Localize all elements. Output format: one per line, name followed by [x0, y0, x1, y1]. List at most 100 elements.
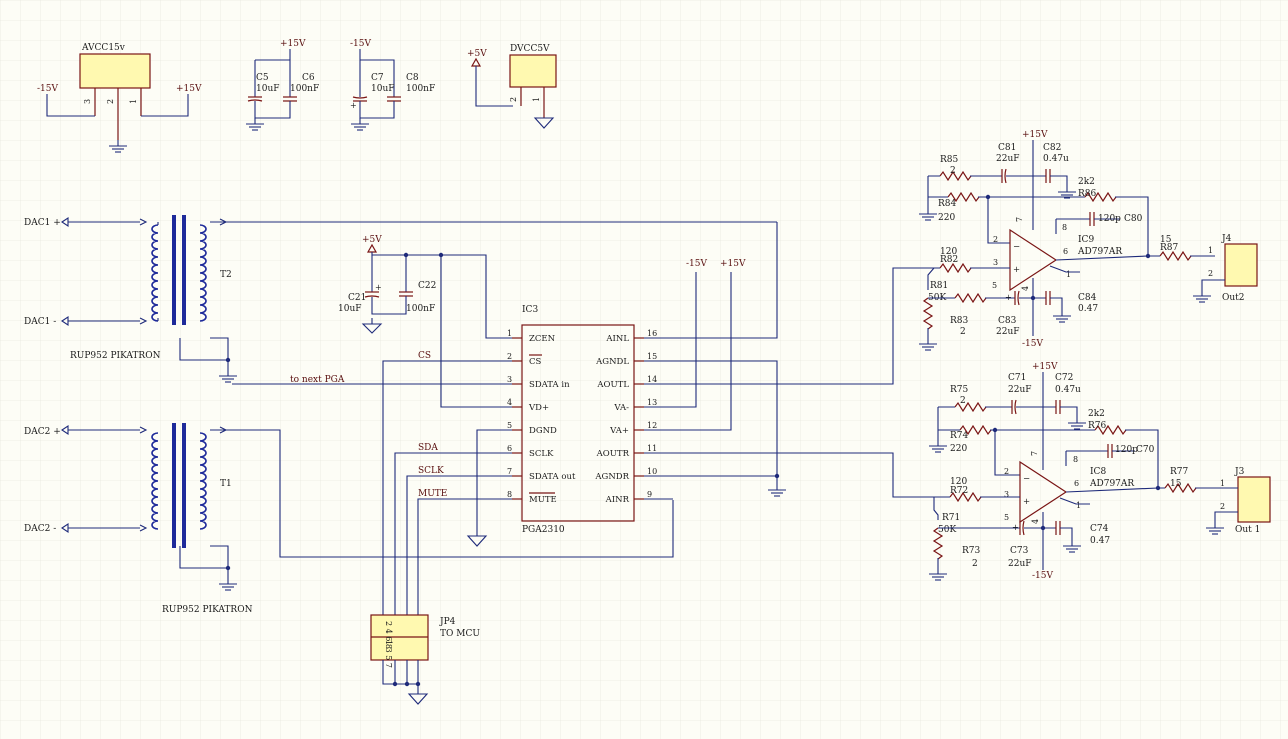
m15v-label: -15V — [37, 84, 58, 94]
svg-text:−: − — [1023, 474, 1030, 484]
r72-value: 120 — [950, 477, 967, 487]
dvcc5v-regulator[interactable]: DVCC5V 2 1 — [509, 44, 557, 118]
c70-value: 120p — [1115, 445, 1138, 455]
c74-value: 0.47 — [1090, 536, 1110, 546]
pga-pin-number-4: 4 — [507, 398, 512, 407]
pga-pin-name-4: VD+ — [528, 403, 549, 413]
transformer-t1[interactable]: T1 — [151, 423, 232, 548]
jp4-top-pins: 2 4 6 8 — [384, 621, 393, 649]
pga-pin-name-2: CS — [529, 357, 542, 367]
t1-label: T1 — [220, 479, 232, 489]
ic8-pin2: 2 — [1004, 467, 1009, 476]
c21-value: 10uF — [338, 304, 362, 314]
pga-pin-name-1: ZCEN — [529, 334, 556, 344]
j3-jack[interactable]: J3 Out 1 1 2 — [1220, 467, 1271, 535]
c21-label: C21 — [348, 293, 366, 303]
ic8-part: AD797AR — [1089, 479, 1134, 489]
reg-pin-1: 1 — [129, 99, 138, 104]
t2-label: T2 — [220, 270, 232, 280]
rup-top-label: RUP952 PIKATRON — [70, 351, 161, 361]
j3-pin2: 2 — [1220, 502, 1225, 511]
r76-value: 2k2 — [1088, 409, 1105, 419]
ic9-pin3: 3 — [993, 258, 998, 267]
m15v-ic8-label: -15V — [1032, 571, 1053, 581]
c74-label: C74 — [1090, 524, 1109, 534]
dvcc-pin-2: 2 — [509, 97, 518, 102]
r87-value: 15 — [1160, 235, 1172, 245]
c71-value: 22uF — [1008, 385, 1032, 395]
p15v-label: +15V — [176, 84, 202, 94]
reg-pin-3: 3 — [83, 99, 92, 104]
ic9-pin1: 1 — [1066, 270, 1071, 279]
p5v-ic-label: +5V — [362, 235, 382, 245]
c5-label: C5 — [256, 73, 269, 83]
ic9-ad797[interactable]: − + IC9 AD797AR 2 3 6 7 4 8 1 5 — [992, 217, 1122, 292]
pga-pin-number-9: 9 — [647, 490, 652, 499]
pga-pin-number-12: 12 — [647, 421, 657, 430]
c22-label: C22 — [418, 281, 436, 291]
transformer-t2[interactable]: T2 — [151, 215, 232, 325]
dac1p-label: DAC1 + — [24, 218, 61, 228]
r77-value: 15 — [1170, 479, 1182, 489]
pga-pin-number-14: 14 — [647, 375, 657, 384]
pga-pin-number-2: 2 — [507, 352, 512, 361]
ic9-pin2: 2 — [993, 235, 998, 244]
avcc15v-label: AVCC15v — [81, 43, 126, 53]
c83-value: 22uF — [996, 327, 1020, 337]
j4-jack[interactable]: J4 Out2 1 2 — [1208, 234, 1258, 303]
j4-label: J4 — [1221, 234, 1232, 244]
ic9-pin7: 7 — [1015, 217, 1024, 222]
c71-label: C71 — [1008, 373, 1026, 383]
svg-text:+: + — [1013, 265, 1020, 275]
pga-pin-number-1: 1 — [507, 329, 512, 338]
pga-label: PGA2310 — [522, 525, 565, 535]
r75-value: 2 — [960, 396, 966, 406]
r83-label: R83 — [950, 316, 969, 326]
r83-value: 2 — [960, 327, 966, 337]
pga-pin-name-12: VA+ — [609, 426, 629, 436]
ic9-pin5: 5 — [992, 281, 997, 290]
ic9-pin4: 4 — [1021, 286, 1030, 291]
pga-pin-name-9: AINR — [605, 495, 630, 505]
svg-text:−: − — [1013, 242, 1020, 252]
jp4-connector[interactable]: JP4 TO MCU 2 4 6 8 1 3 5 7 — [370, 614, 480, 668]
regulator-body — [79, 53, 151, 89]
pga-pin-number-13: 13 — [647, 398, 657, 407]
r73-label: R73 — [962, 546, 981, 556]
r84-label: R84 — [938, 199, 957, 209]
ic8-ad797[interactable]: − + IC8 AD797AR 2 3 6 7 4 8 1 5 — [1004, 451, 1134, 524]
pga-pin-name-7: SDATA out — [529, 472, 576, 482]
pga-pin-number-3: 3 — [507, 375, 512, 384]
c6-value: 100nF — [290, 84, 319, 94]
pga-pin-name-8: MUTE — [529, 495, 557, 505]
svg-text:+: + — [375, 283, 382, 292]
pga-pin-number-15: 15 — [647, 352, 657, 361]
c8-label: C8 — [406, 73, 419, 83]
r74-label: R74 — [950, 431, 969, 441]
j3-pin1: 1 — [1220, 479, 1225, 488]
c84-label: C84 — [1078, 293, 1097, 303]
r81-label: R81 — [930, 281, 948, 291]
jp4-bottom-pins: 1 3 5 7 — [384, 640, 393, 668]
svg-text:+: + — [1012, 523, 1019, 532]
ic9-pin8: 8 — [1062, 223, 1067, 232]
c81-value: 22uF — [996, 154, 1020, 164]
ic8-pin4: 4 — [1031, 519, 1040, 524]
pga-pin-number-10: 10 — [647, 467, 657, 476]
sda-net-label: SDA — [418, 443, 438, 453]
mute-net-label: MUTE — [418, 489, 447, 499]
ic8-pin3: 3 — [1004, 490, 1009, 499]
pga-pin-number-11: 11 — [647, 444, 657, 453]
ic8-label: IC8 — [1090, 467, 1106, 477]
r71-label: R71 — [942, 513, 960, 523]
c73-value: 22uF — [1008, 559, 1032, 569]
r71-value: 50K — [938, 525, 956, 535]
r73-value: 2 — [972, 559, 978, 569]
p15v-c5-label: +15V — [280, 39, 306, 49]
pga-pin-number-8: 8 — [507, 490, 512, 499]
avcc15v-regulator[interactable]: AVCC15v 3 2 1 — [79, 43, 151, 140]
reg-pin-2: 2 — [106, 99, 115, 104]
